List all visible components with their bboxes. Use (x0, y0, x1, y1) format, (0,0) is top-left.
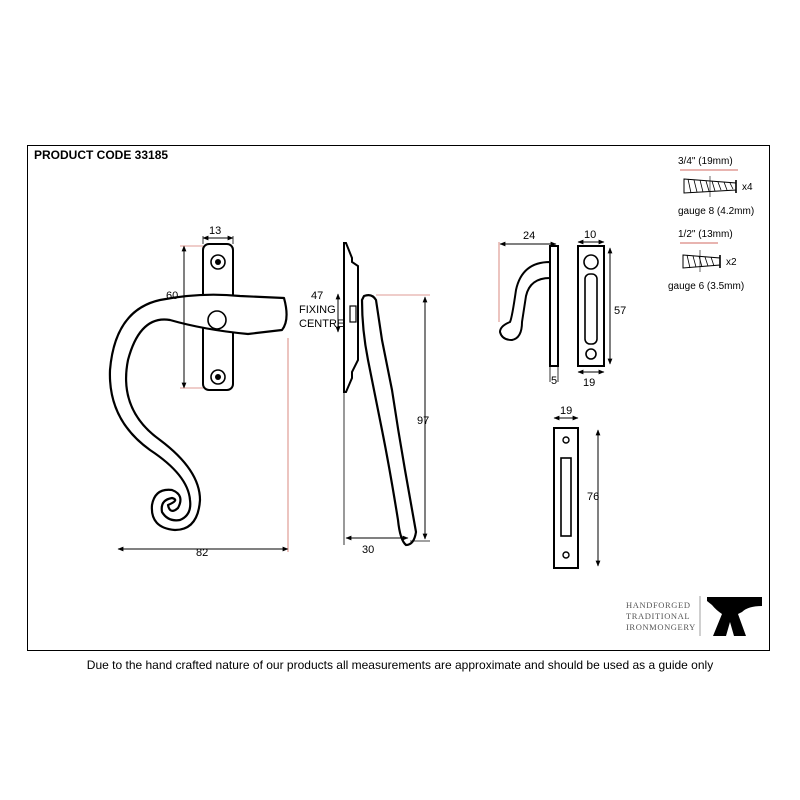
hook-keep-hook (499, 261, 551, 341)
dim-hook-plate-width: 10 (584, 229, 596, 241)
screw-small-gauge: gauge 6 (3.5mm) (668, 281, 744, 292)
logo-line2: TRADITIONAL (626, 611, 690, 621)
dim-hook-plate-width-bottom: 19 (583, 377, 595, 389)
handle-front-view: 13 60 82 (108, 225, 289, 559)
screw-small-length: 1/2" (13mm) (678, 229, 733, 240)
dim-handle-width: 13 (209, 225, 221, 237)
anvil-icon (707, 597, 762, 636)
logo-line3: IRONMONGERY (626, 622, 696, 632)
label-fixing: FIXING (299, 304, 336, 316)
hook-keep-side-plate (549, 245, 559, 367)
dim-handle-height: 60 (166, 290, 178, 302)
dim-mortice-width: 19 (560, 405, 572, 417)
dim-hook-height: 57 (614, 305, 626, 317)
logo-line1: HANDFORGED (626, 600, 691, 610)
screw-small-qty: x2 (726, 257, 737, 268)
screw-small-icon (682, 254, 721, 269)
screw-large-length: 3/4" (19mm) (678, 156, 733, 167)
screws: 3/4" (19mm) x4 gauge 8 (4.2mm) 1/2" (13m… (668, 156, 754, 292)
dim-hook-depth: 5 (551, 375, 557, 387)
side-handle-lever (360, 294, 418, 547)
monkey-tail-handle (108, 293, 288, 532)
label-centre: CENTRE (299, 318, 344, 330)
dim-fixing-centre-value: 47 (311, 290, 323, 302)
drawing-frame (27, 145, 770, 651)
dim-hook-width: 24 (523, 230, 535, 242)
dim-mortice-height: 76 (587, 491, 599, 503)
brand-logo: HANDFORGED TRADITIONAL IRONMONGERY (626, 596, 762, 636)
mortice-keep-plate (553, 427, 579, 569)
dim-side-projection: 30 (362, 544, 374, 556)
product-code: PRODUCT CODE 33185 (34, 148, 169, 162)
handle-side-view: 47 FIXING CENTRE 97 30 (299, 242, 430, 556)
handle-pivot (207, 310, 227, 330)
hook-keep: 24 5 10 19 57 (498, 229, 626, 389)
dim-side-height: 97 (417, 415, 429, 427)
screw-large-qty: x4 (742, 182, 753, 193)
screw-large-gauge: gauge 8 (4.2mm) (678, 206, 754, 217)
mortice-keep: 19 76 (553, 405, 601, 569)
dim-handle-overall: 82 (196, 547, 208, 559)
disclaimer: Due to the hand crafted nature of our pr… (86, 658, 714, 672)
